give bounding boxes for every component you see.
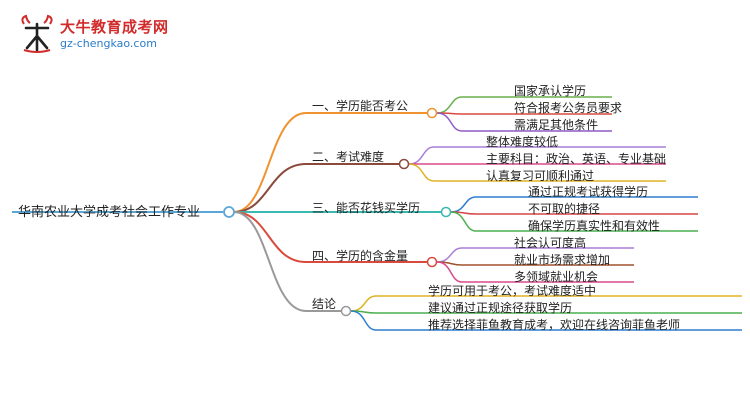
- leaf-3-3: 确保学历真实性和有效性: [528, 219, 661, 233]
- leaf-1-3: 需满足其他条件: [514, 118, 599, 132]
- logo-url: gz-chengkao.com: [60, 37, 157, 50]
- leaf-4-3: 多领域就业机会: [514, 270, 599, 284]
- leaf-4-1-connector: [436, 247, 463, 263]
- leaf-3-1: 通过正规考试获得学历: [528, 185, 649, 199]
- branch-2-node-dot: [398, 158, 410, 170]
- leaf-5-3: 推荐选择菲鱼教育成考，欢迎在线咨询菲鱼老师: [428, 318, 681, 332]
- leaf-5-1-connector: [350, 295, 377, 312]
- leaf-4-1: 社会认可度高: [514, 236, 587, 250]
- leaf-5-3-connector: [350, 310, 377, 331]
- leaf-2-2: 主要科目：政治、英语、专业基础: [486, 152, 667, 166]
- root-topic: 华南农业大学成考社会工作专业: [18, 205, 201, 220]
- leaf-1-1: 国家承认学历: [514, 84, 587, 98]
- logo-title: 大牛教育成考网: [60, 18, 169, 36]
- bull-logo-icon: [21, 14, 53, 53]
- root-node-dot: [223, 206, 235, 218]
- leaf-4-3-connector: [436, 261, 463, 283]
- branch-5-connector: [233, 211, 307, 312]
- branch-5-node-dot: [340, 305, 352, 317]
- branch-3-label: 三、能否花钱买学历: [312, 201, 421, 215]
- leaf-2-3: 认真复习可顺利通过: [486, 169, 595, 183]
- leaf-3-1-connector: [450, 196, 477, 213]
- leaf-1-3-connector: [436, 112, 463, 132]
- leaf-3-2: 不可取的捷径: [528, 202, 601, 216]
- branch-5-label: 结论: [312, 297, 337, 311]
- site-logo: 大牛教育成考网 gz-chengkao.com: [18, 14, 178, 58]
- leaf-2-1: 整体难度较低: [486, 135, 559, 149]
- leaf-5-1: 学历可用于考公，考试难度适中: [428, 284, 597, 298]
- leaf-1-1-connector: [436, 96, 463, 114]
- branch-4-node-dot: [426, 256, 438, 268]
- leaf-5-2: 建议通过正规途径获取学历: [428, 301, 573, 315]
- leaf-4-2: 就业市场需求增加: [514, 253, 611, 267]
- leaf-2-1-connector: [408, 146, 435, 165]
- branch-1-label: 一、学历能否考公: [312, 99, 409, 113]
- leaf-3-3-connector: [450, 211, 477, 232]
- branch-4-connector: [233, 211, 307, 263]
- leaf-2-3-connector: [408, 163, 435, 182]
- leaf-1-2: 符合报考公务员要求: [514, 101, 623, 115]
- branch-1-node-dot: [426, 107, 438, 119]
- branch-1-connector: [233, 112, 307, 213]
- branch-2-connector: [233, 163, 307, 213]
- branch-3-node-dot: [440, 206, 452, 218]
- branch-4-label: 四、学历的含金量: [312, 249, 409, 263]
- branch-2-label: 二、考试难度: [312, 150, 385, 164]
